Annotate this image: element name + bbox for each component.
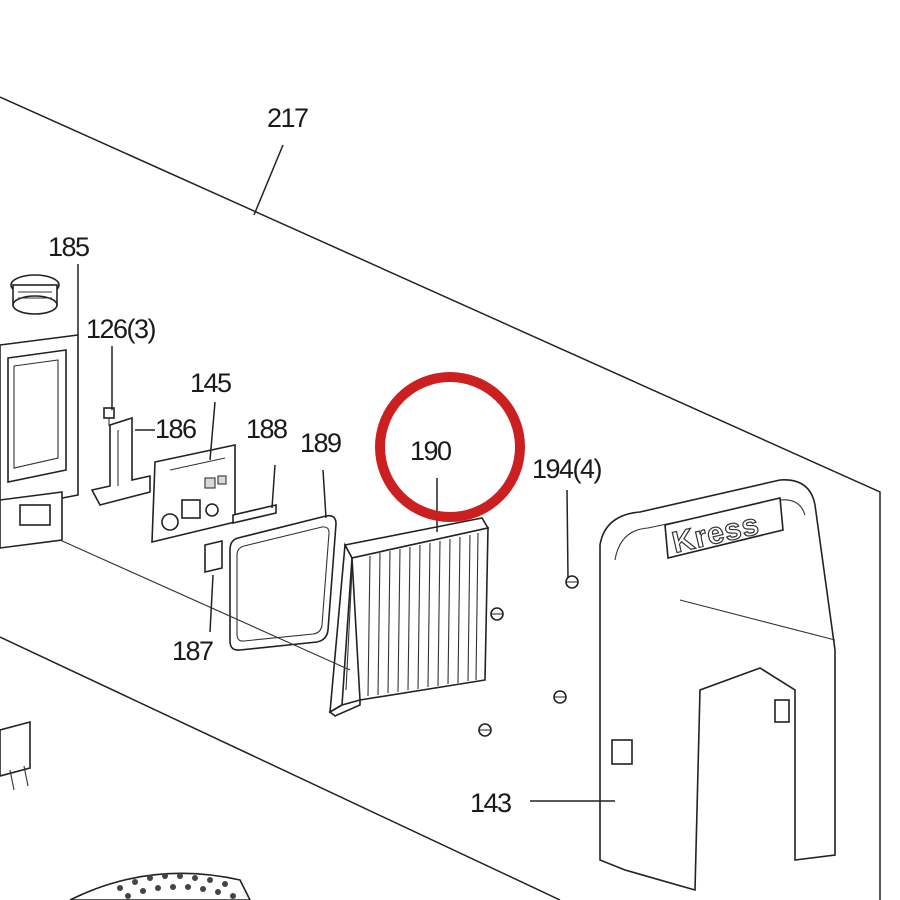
- callout-143: 143: [470, 788, 511, 818]
- part-190-heat-sink: [328, 517, 490, 717]
- part-145-circuit-board: [151, 444, 236, 544]
- callout-185: 185: [48, 232, 89, 262]
- part-143-front-cover: Kress: [599, 479, 836, 892]
- screw-194-c: [553, 690, 567, 704]
- part-126-screw: [103, 407, 115, 426]
- assembly-217-outline: [0, 96, 881, 900]
- callout-217: 217: [267, 103, 308, 133]
- callout-188: 188: [246, 414, 287, 444]
- callout-189: 189: [300, 428, 341, 458]
- callout-126: 126(3): [86, 314, 156, 344]
- callout-187: 187: [172, 636, 213, 666]
- part-186-bracket: [90, 416, 151, 506]
- part-185-housing: [0, 274, 79, 791]
- leader-lines: [77, 144, 615, 802]
- screw-194-a: [565, 575, 579, 589]
- bottom-grille-fragment: [69, 872, 251, 900]
- logo-plate: [664, 497, 784, 559]
- callout-194: 194(4): [532, 454, 602, 484]
- highlight-circle: [375, 372, 525, 522]
- cover-slot: [611, 739, 633, 765]
- callout-186: 186: [155, 414, 196, 444]
- part-194-screws: [478, 575, 579, 737]
- part-188-strip: [232, 503, 277, 525]
- screw-194-b: [490, 607, 504, 621]
- callout-190: 190: [410, 436, 451, 466]
- part-189-gasket: [229, 514, 337, 651]
- callout-145: 145: [190, 368, 231, 398]
- screw-194-d: [478, 723, 492, 737]
- assembly-axis-line: [59, 539, 351, 671]
- callout-labels: 217 185 126(3) 145 186 188 189 190 194(4…: [48, 103, 603, 818]
- part-187-pad: [204, 539, 223, 574]
